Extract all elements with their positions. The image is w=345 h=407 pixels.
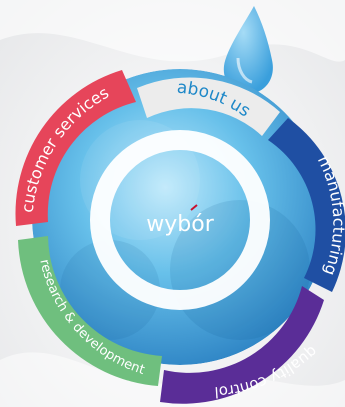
menu-ring xyxy=(15,70,345,404)
water-drop-highlight xyxy=(236,57,253,84)
menu-segment-quality-control[interactable] xyxy=(160,286,324,404)
menu-segment-about-us[interactable] xyxy=(137,77,280,136)
background-wave xyxy=(0,352,345,407)
menu-segment-manufacturing[interactable] xyxy=(268,118,345,292)
inner-ring xyxy=(90,130,270,310)
logo-text: wybór xyxy=(146,212,214,237)
background-wave xyxy=(0,0,345,62)
menu-segment-customer-services[interactable] xyxy=(15,70,136,226)
menu-segment-research-development[interactable] xyxy=(18,236,162,386)
logo-accent-icon xyxy=(190,204,198,211)
water-drop-icon xyxy=(223,6,273,95)
